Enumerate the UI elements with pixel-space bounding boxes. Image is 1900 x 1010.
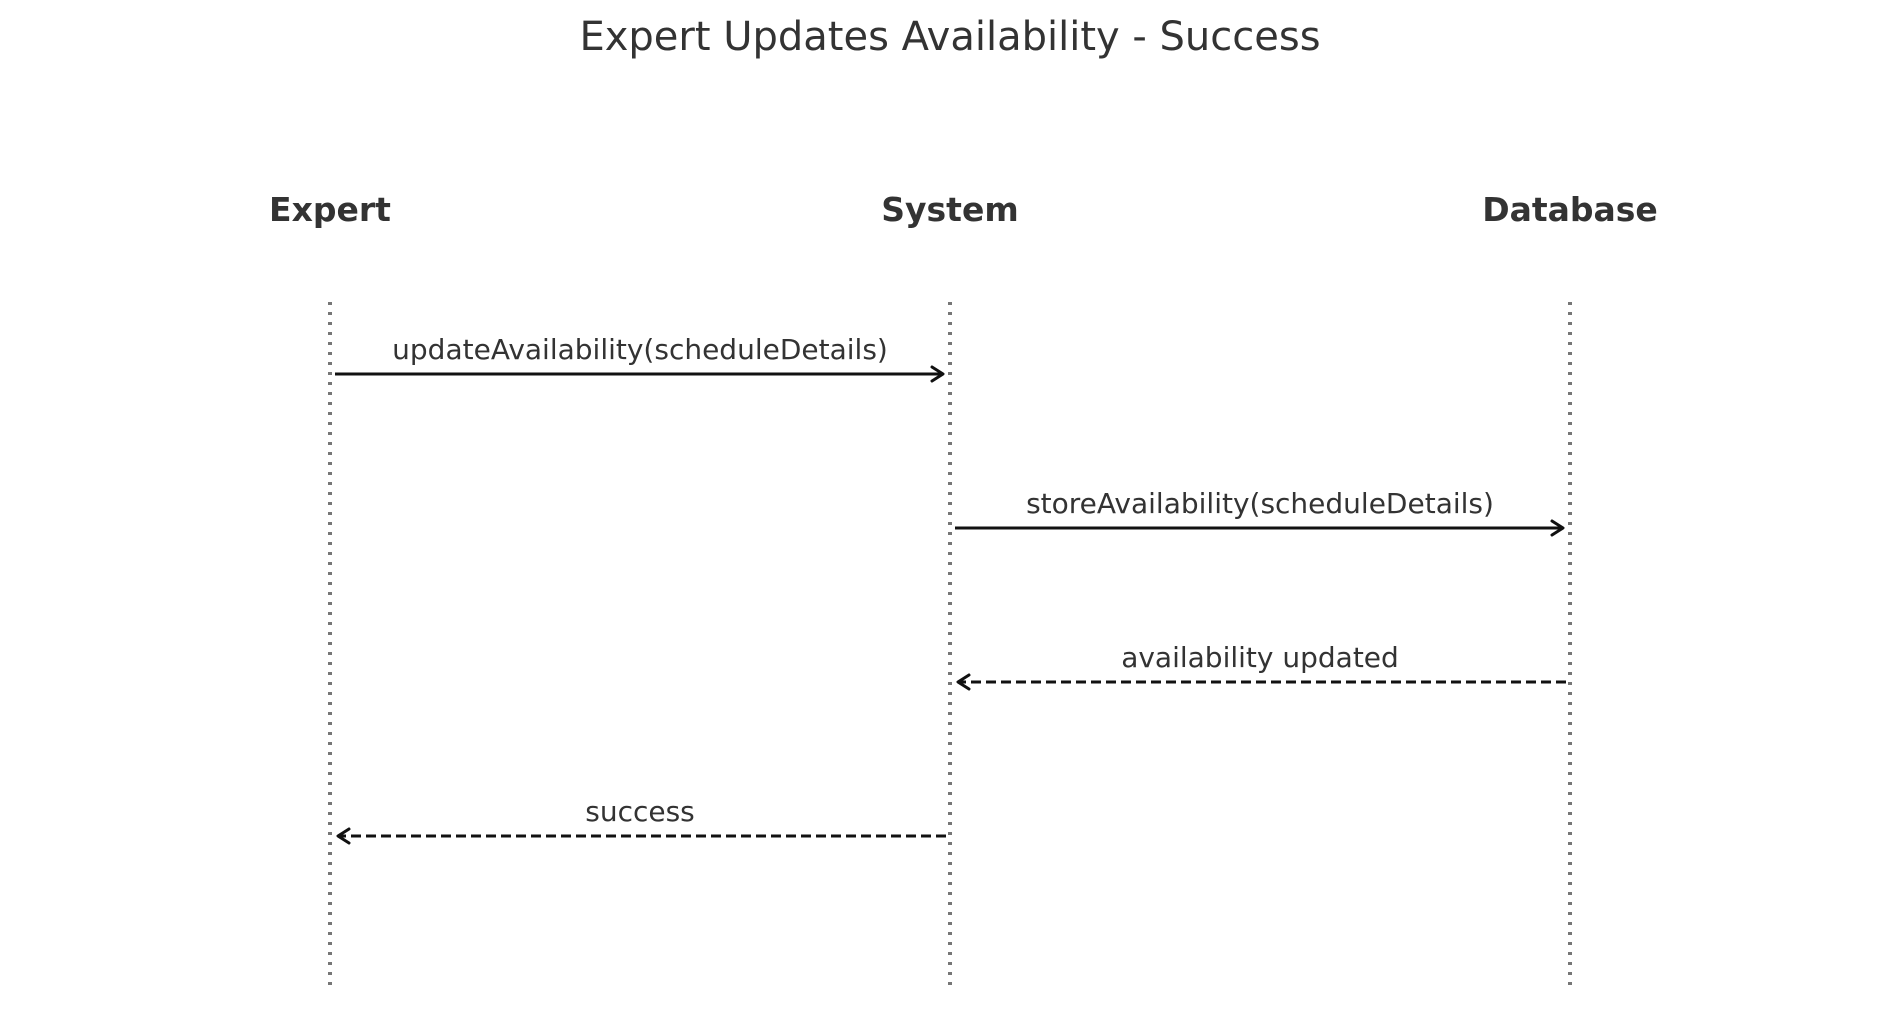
arrow-head-icon [1550, 519, 1565, 537]
arrow-head-icon [956, 673, 971, 691]
message-label: availability updated [1121, 641, 1399, 674]
diagram-title: Expert Updates Availability - Success [579, 14, 1320, 60]
participant-system: System [881, 190, 1018, 229]
message-label: updateAvailability(scheduleDetails) [392, 333, 888, 366]
message-3: availability updated [956, 641, 1566, 691]
message-4: success [336, 795, 946, 845]
message-1: updateAvailability(scheduleDetails) [335, 333, 945, 383]
participant-database: Database [1482, 190, 1658, 229]
message-label: success [585, 795, 695, 828]
arrow-head-icon [336, 827, 351, 845]
message-2: storeAvailability(scheduleDetails) [955, 487, 1565, 537]
participant-expert: Expert [269, 190, 391, 229]
message-label: storeAvailability(scheduleDetails) [1026, 487, 1494, 520]
arrow-head-icon [930, 365, 945, 383]
